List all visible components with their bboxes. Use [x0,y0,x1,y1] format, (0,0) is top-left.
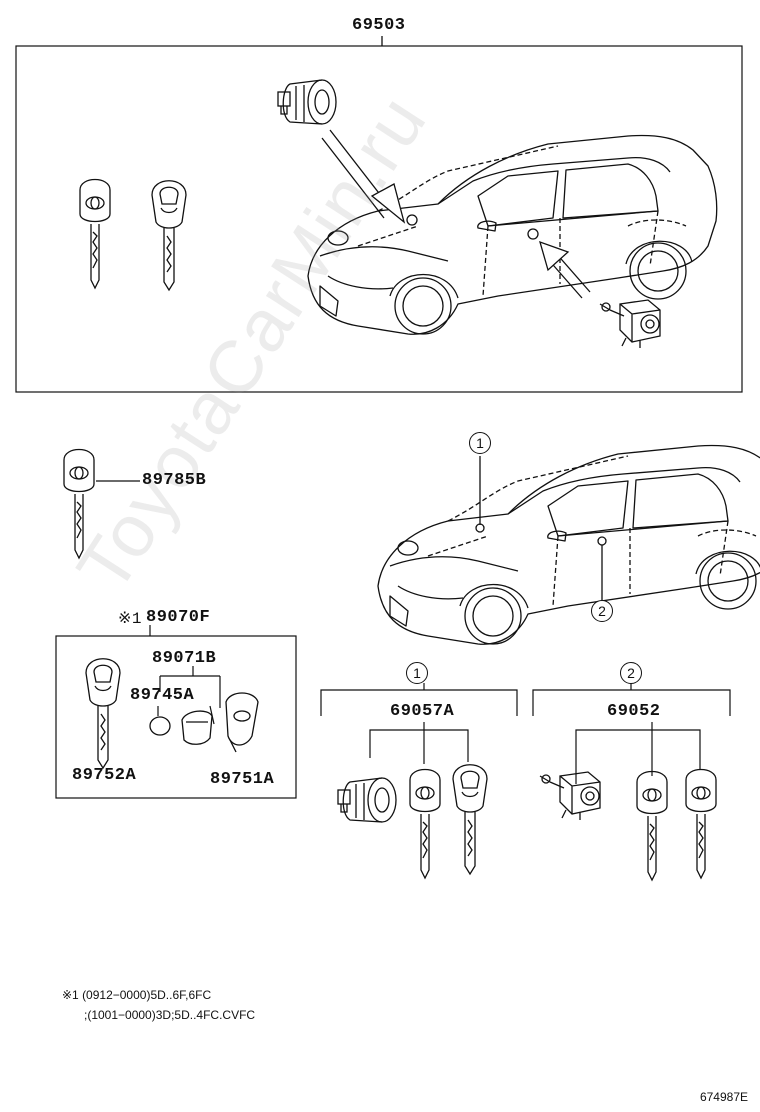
callout-lines-bottom [475,456,607,600]
illustration-id: 674987E [699,1090,748,1104]
set-circle-2: 2 [620,662,642,684]
set-69052-key-drawing-1 [636,770,668,881]
label-69057a[interactable]: 69057A [390,702,455,721]
set-69052-key-drawing-2 [685,768,717,879]
note-mark: ※1 [118,610,143,628]
set-circle-1: 1 [406,662,428,684]
car-illustration-bottom [377,444,760,645]
set-69057a-key-drawing [409,768,441,879]
cover-drawing [225,692,259,753]
key-drawing [79,178,111,289]
footnote-line-2: ;(1001−0000)3D;5D..4FC.CVFC [84,1008,256,1022]
footnote-line-1: ※1 (0912−0000)5D..6F,6FC [62,988,212,1002]
key-blank-89752a-drawing [85,658,121,769]
label-89785b[interactable]: 89785B [142,471,207,490]
label-89745a[interactable]: 89745A [130,686,195,705]
label-89070f[interactable]: 89070F [146,608,211,627]
set-69057a-bracket [320,683,518,764]
set-69057a-remote-key-drawing [452,764,488,875]
label-69503[interactable]: 69503 [352,16,406,35]
door-lock-cylinder-drawing [599,299,661,349]
label-89751a[interactable]: 89751A [210,770,275,789]
label-89752a[interactable]: 89752A [72,766,137,785]
set-69057a-cylinder-drawing [337,777,397,823]
top-assembly-frame [15,36,743,393]
remote-key-drawing [151,180,187,291]
label-89071b[interactable]: 89071B [152,649,217,668]
callout-circle-2: 2 [591,600,613,622]
set-69052-bracket [532,683,731,784]
set-69052-door-lock-drawing [539,771,601,821]
battery-drawing [149,716,171,736]
label-69052[interactable]: 69052 [607,702,661,721]
callout-circle-1: 1 [469,432,491,454]
housing-drawing [181,710,213,745]
ignition-cylinder-drawing [277,79,337,125]
callout-arrows-top [321,129,591,299]
